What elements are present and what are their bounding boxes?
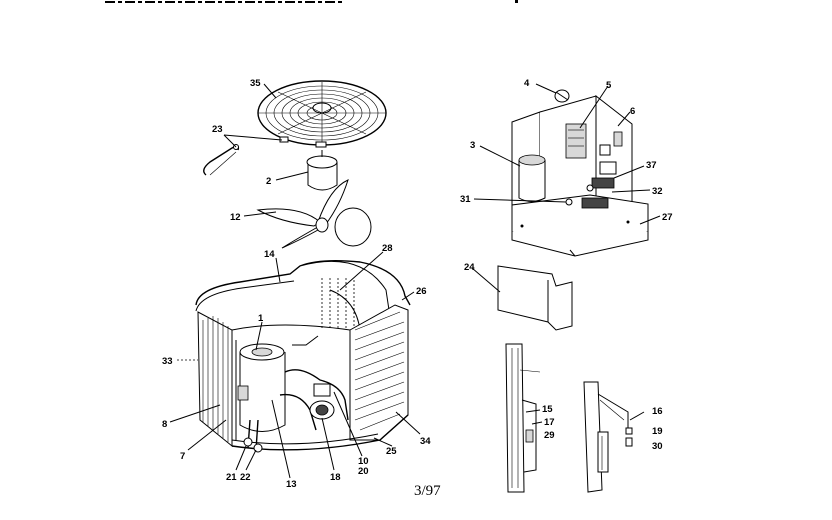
- callout-33: 33: [162, 356, 173, 367]
- leader-lines: [169, 83, 661, 479]
- callout-19: 19: [652, 426, 663, 437]
- callout-27: 27: [662, 212, 673, 223]
- callout-13: 13: [286, 479, 297, 490]
- callout-35: 35: [250, 78, 261, 89]
- fan-motor: [306, 150, 338, 191]
- callout-16: 16: [652, 406, 663, 417]
- callout-37: 37: [646, 160, 657, 171]
- callout-34: 34: [420, 436, 431, 447]
- callout-3: 3: [470, 140, 475, 151]
- left-coil-slats: [202, 316, 229, 442]
- callout-26: 26: [416, 286, 427, 297]
- service-valve: [309, 383, 335, 420]
- callout-29: 29: [544, 430, 555, 441]
- page-code: 3/97: [414, 483, 441, 499]
- callout-32: 32: [652, 186, 663, 197]
- access-panel-right: [583, 381, 633, 493]
- callout-4: 4: [524, 78, 530, 89]
- callout-14: 14: [264, 249, 275, 260]
- compressor: [239, 343, 286, 432]
- control-panel-cover: [497, 265, 573, 331]
- right-coil-slats: [354, 311, 405, 431]
- callout-21: 21: [226, 472, 237, 483]
- callout-30: 30: [652, 441, 663, 452]
- control-box: [511, 89, 649, 257]
- callout-17: 17: [544, 417, 555, 428]
- callout-18: 18: [330, 472, 341, 483]
- callout-28: 28: [382, 243, 393, 254]
- header-strip: [105, 0, 518, 3]
- callouts: 35 23 2 12 14 28 26 1 33 8 7 21 22 13 18…: [162, 78, 673, 490]
- callout-10: 10: [358, 456, 369, 467]
- callout-24: 24: [464, 262, 475, 273]
- callout-15: 15: [542, 404, 553, 415]
- condenser-unit: [195, 259, 411, 453]
- callout-1: 1: [258, 313, 264, 324]
- callout-31: 31: [460, 194, 471, 205]
- callout-12: 12: [230, 212, 241, 223]
- fan-blade: [256, 179, 372, 249]
- callout-2: 2: [266, 176, 271, 187]
- mounting-bracket: [203, 144, 240, 176]
- callout-7: 7: [180, 451, 185, 462]
- callout-25: 25: [386, 446, 397, 457]
- callout-8: 8: [162, 419, 167, 430]
- callout-23: 23: [212, 124, 223, 135]
- callout-5: 5: [606, 80, 612, 91]
- callout-22: 22: [240, 472, 251, 483]
- fan-guard: [257, 80, 387, 148]
- access-panel-left: [505, 343, 541, 493]
- callout-6: 6: [630, 106, 635, 117]
- callout-20: 20: [358, 466, 369, 477]
- coil-panel-dashed: [321, 278, 355, 330]
